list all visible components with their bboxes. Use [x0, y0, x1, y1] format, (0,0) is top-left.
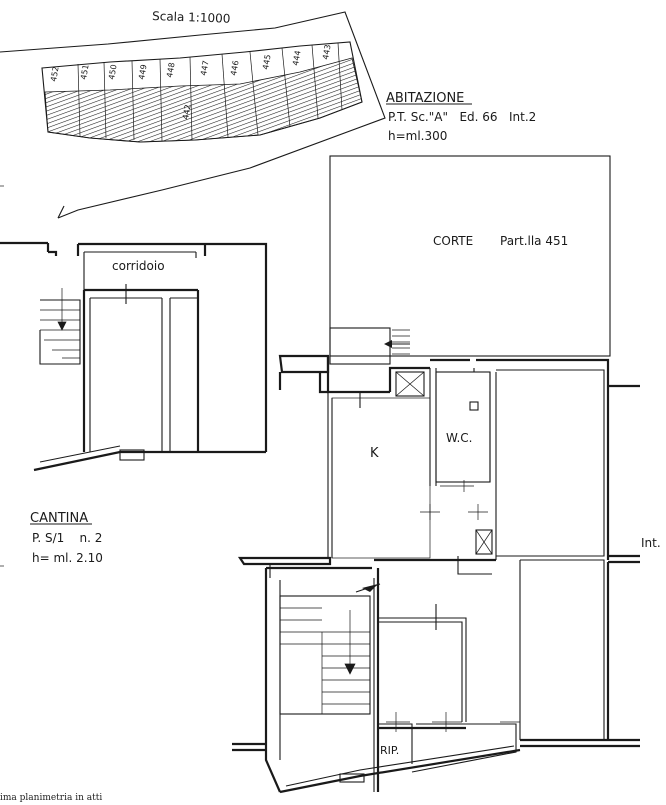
corte-particella: Part.lla 451: [500, 234, 568, 248]
building-hatch: [44, 57, 363, 143]
lot-label-442: 442: [181, 104, 193, 121]
site-boundary: [0, 11, 386, 219]
kitchen-label: K: [370, 446, 379, 461]
cantina-line2: h= ml. 2.10: [32, 551, 103, 565]
lot-labels: 452 451 450 449 448 447 446 445 444 443 442: [49, 44, 333, 121]
lot-label-446: 446: [229, 60, 241, 77]
cantina-title: CANTINA: [30, 511, 88, 526]
lot-label-447: 447: [199, 60, 211, 77]
scale-label: Scala 1:1000: [152, 9, 231, 26]
main-staircase: [279, 595, 371, 715]
footer-caption: ima planimetria in atti: [0, 793, 103, 803]
corte-label: CORTE: [433, 234, 473, 248]
abitazione-title: ABITAZIONE: [386, 91, 464, 106]
corte-courtyard: CORTE Part.lla 451: [329, 155, 611, 357]
cantina-header: CANTINA P. S/1 n. 2 h= ml. 2.10: [30, 511, 103, 565]
cantina-plan: corridoio: [0, 241, 268, 472]
site-map: Scala 1:1000 452 451 450 449 448 447 446 445 444…: [0, 9, 386, 219]
wc-label: W.C.: [446, 431, 473, 445]
abitazione-line1: P.T. Sc."A" Ed. 66 Int.2: [388, 110, 536, 124]
cantina-line1: P. S/1 n. 2: [32, 531, 102, 545]
lot-label-452: 452: [49, 66, 61, 83]
lot-label-444: 444: [291, 50, 303, 67]
cantina-staircase: [39, 288, 81, 365]
lot-label-449: 449: [137, 64, 149, 81]
abitazione-line2: h=ml.300: [388, 129, 447, 143]
lot-label-445: 445: [261, 54, 273, 71]
lot-label-443: 443: [321, 44, 333, 61]
int-label: Int.: [641, 536, 661, 550]
entry-steps: [329, 327, 410, 365]
rip-label: RIP.: [380, 744, 399, 757]
lot-label-450: 450: [107, 64, 119, 81]
lot-label-451: 451: [79, 64, 91, 81]
abitazione-header: ABITAZIONE P.T. Sc."A" Ed. 66 Int.2 h=ml…: [386, 91, 536, 143]
apartment-plan: K W.C. Int.: [232, 327, 661, 794]
corridoio-label: corridoio: [112, 259, 165, 273]
lot-label-448: 448: [165, 62, 177, 79]
